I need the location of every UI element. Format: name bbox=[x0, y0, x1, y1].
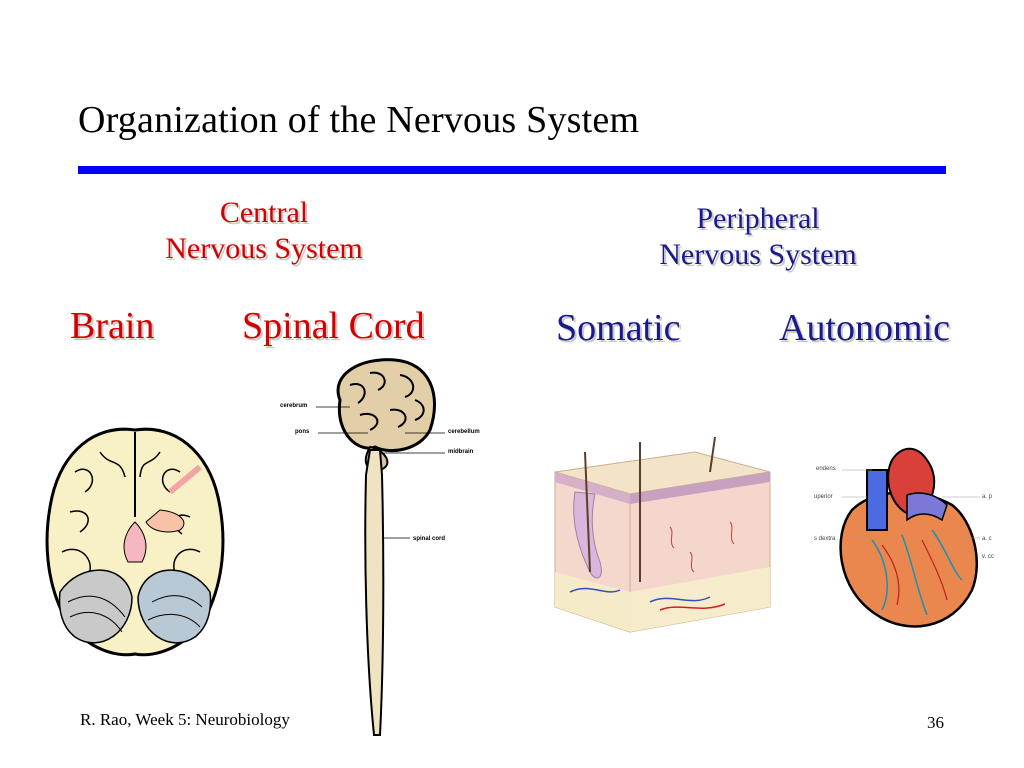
footer-source: R. Rao, Week 5: Neurobiology bbox=[80, 710, 290, 729]
slide-title: Organization of the Nervous System bbox=[78, 99, 640, 141]
heart-label-3: a. p bbox=[982, 494, 993, 500]
pns-heading-line1: Peripheral bbox=[696, 202, 820, 235]
heart-label-5: a. c bbox=[982, 536, 992, 542]
cns-heading: Central Nervous System bbox=[133, 195, 395, 267]
label-cerebrum: cerebrum bbox=[280, 403, 307, 409]
cns-heading-line1: Central bbox=[219, 196, 309, 229]
heart-label-4: s dextra bbox=[814, 536, 836, 542]
heart-label-1: endens bbox=[816, 466, 836, 472]
pns-heading-line2: Nervous System bbox=[659, 238, 857, 271]
brain-inferior-illustration bbox=[45, 427, 225, 657]
label-cerebellum: cerebellum bbox=[448, 429, 480, 435]
autonomic-label: Autonomic bbox=[779, 307, 950, 349]
title-rule bbox=[78, 166, 946, 174]
skin-cross-section-illustration bbox=[554, 436, 771, 633]
label-pons: pons bbox=[295, 429, 310, 435]
cns-heading-line2: Nervous System bbox=[165, 232, 363, 265]
page-number: 36 bbox=[927, 713, 944, 732]
somatic-label: Somatic bbox=[556, 307, 681, 349]
pns-heading: Peripheral Nervous System bbox=[627, 201, 889, 273]
brain-label: Brain bbox=[70, 305, 155, 347]
heart-illustration: endens uperior a. p s dextra a. c v. cc bbox=[814, 447, 994, 628]
spinal-cord-illustration: cerebrum pons cerebellum midbrain spinal… bbox=[280, 358, 480, 736]
heart-label-2: uperior bbox=[814, 494, 833, 500]
label-midbrain: midbrain bbox=[448, 449, 474, 455]
heart-label-6: v. cc bbox=[982, 554, 994, 560]
spinal-cord-label: Spinal Cord bbox=[242, 305, 425, 347]
label-spinal-cord: spinal cord bbox=[413, 536, 445, 542]
